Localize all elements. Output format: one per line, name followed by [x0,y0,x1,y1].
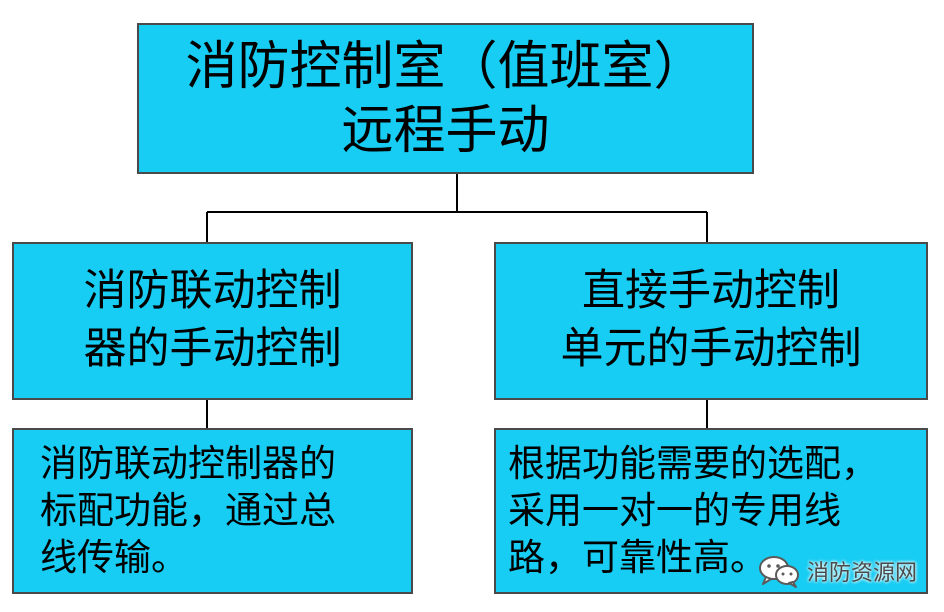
box-direct-manual-unit: 直接手动控制 单元的手动控制 [494,242,928,400]
wechat-icon [759,556,799,588]
box-linkage-controller-manual-line-1: 消防联动控制 [83,266,342,316]
box-remote-manual-line-2: 远程手动 [341,101,550,161]
box-dedicated-line-description: 根据功能需要的选配， 采用一对一的专用线 路，可靠性高。 [494,428,928,594]
box-direct-manual-unit-line-2: 单元的手动控制 [560,324,862,374]
box-standard-bus-description-line-3: 线传输。 [40,536,188,579]
box-dedicated-line-description-line-2: 采用一对一的专用线 [508,489,841,532]
watermark: 消防资源网 [757,553,917,589]
box-remote-manual: 消防控制室（值班室） 远程手动 [137,23,754,174]
watermark-text: 消防资源网 [807,561,918,586]
box-linkage-controller-manual: 消防联动控制 器的手动控制 [12,242,413,400]
box-standard-bus-description: 消防联动控制器的 标配功能，通过总 线传输。 [12,428,413,594]
box-linkage-controller-manual-line-2: 器的手动控制 [83,324,342,374]
box-remote-manual-line-1: 消防控制室（值班室） [185,37,706,97]
box-direct-manual-unit-line-1: 直接手动控制 [582,266,840,316]
box-standard-bus-description-line-1: 消防联动控制器的 [40,442,336,485]
box-standard-bus-description-line-2: 标配功能，通过总 [40,489,336,532]
box-dedicated-line-description-line-1: 根据功能需要的选配， [508,442,878,485]
box-dedicated-line-description-line-3: 路，可靠性高。 [508,536,767,579]
